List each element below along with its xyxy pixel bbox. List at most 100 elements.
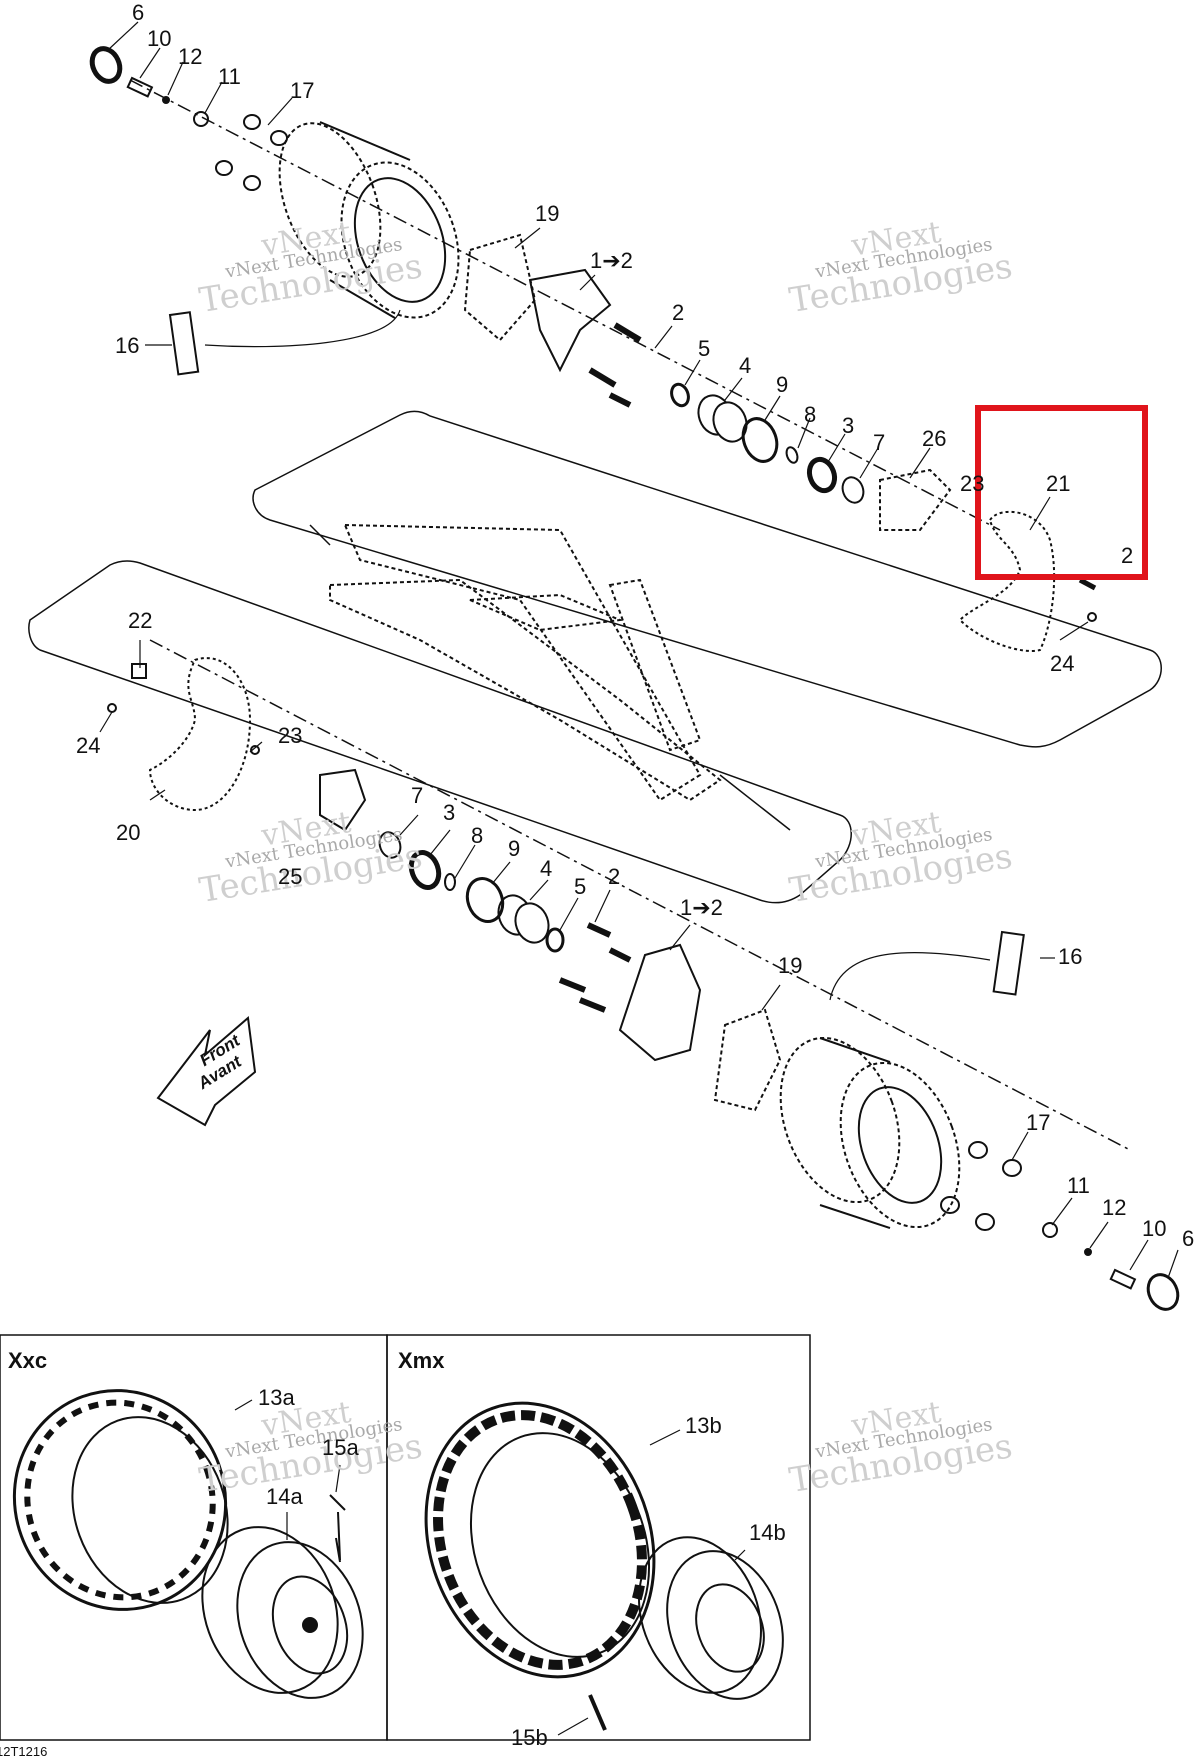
- callout-7-top: 7: [873, 430, 886, 455]
- variant-title-xxc: Xxc: [8, 1348, 48, 1373]
- callout-1to2-bot: 1➔2: [680, 895, 723, 920]
- callout-12-bot: 12: [1102, 1195, 1127, 1220]
- arms-arrow-1: [309, 524, 331, 546]
- callout-11-bot: 11: [1067, 1173, 1090, 1198]
- bottom-axis-line: [149, 639, 1131, 1151]
- variant-box-xxc: [0, 1334, 388, 1741]
- bot-nut-11: [1042, 1222, 1058, 1238]
- callout-22: 22: [128, 608, 153, 633]
- callout-17-bot: 17: [1026, 1110, 1051, 1135]
- callout-11-top: 11: [218, 64, 241, 89]
- suspension-a-arms: [329, 523, 722, 802]
- left-bracket-22: [131, 663, 147, 679]
- arms-callout-box: [252, 410, 1162, 748]
- callout-24-top: 24: [1050, 651, 1075, 676]
- drawing-code: 12T1216: [0, 1744, 48, 1759]
- bot-weight-leader: [829, 951, 991, 1001]
- xmx-tire-13b: [424, 1401, 656, 1679]
- top-bolt-10: [126, 76, 154, 98]
- callout-6-top: 6: [132, 0, 145, 25]
- leader-15b: [557, 1717, 589, 1736]
- callout-8-bot: 8: [471, 823, 484, 848]
- callout-5-bot: 5: [574, 874, 587, 899]
- top-caliper-26: [879, 468, 952, 531]
- callout-4-bot: 4: [540, 856, 553, 881]
- variant-box-xmx: [386, 1334, 811, 1741]
- bot-bolt-10: [1109, 1268, 1137, 1290]
- callout-12-top: 12: [178, 44, 203, 69]
- bot-gasket-19: [713, 1008, 782, 1112]
- callout-5-top: 5: [698, 336, 711, 361]
- callout-14a: 14a: [266, 1484, 303, 1509]
- callout-3-top: 3: [842, 413, 855, 438]
- callout-13a: 13a: [258, 1385, 295, 1410]
- variant-title-xmx: Xmx: [398, 1348, 445, 1373]
- bot-seal-6: [1146, 1273, 1180, 1311]
- leader-13a: [234, 1399, 253, 1411]
- arms-arrow-2: [719, 774, 791, 831]
- callout-15b: 15b: [511, 1725, 548, 1750]
- callout-9-bot: 9: [508, 836, 521, 861]
- top-lug-nuts-17: [215, 114, 288, 191]
- bot-bolts-2: [558, 922, 632, 1013]
- callout-23-left: 23: [278, 723, 303, 748]
- top-bearing-4: [697, 394, 748, 443]
- top-nut-11: [193, 111, 209, 127]
- left-screw-24: [107, 703, 117, 713]
- top-washer-12: [162, 96, 170, 104]
- callout-1to2-top: 1➔2: [590, 248, 633, 273]
- callout-2-top: 2: [672, 300, 685, 325]
- callout-16-bot: 16: [1058, 944, 1083, 969]
- bot-balance-weight-16: [992, 930, 1025, 996]
- top-brake-disc-21: [958, 510, 1056, 652]
- bot-washer-12: [1084, 1248, 1092, 1256]
- left-brake-disc-20: [148, 657, 252, 812]
- top-knuckle-1: [528, 268, 612, 373]
- xxc-valve-arrow: [335, 1537, 341, 1563]
- top-wheel-rim: [278, 121, 460, 319]
- callout-21: 21: [1046, 471, 1071, 496]
- callout-17-top: 17: [290, 78, 315, 103]
- top-balance-weight-16: [168, 311, 200, 376]
- callout-3-bot: 3: [443, 800, 456, 825]
- front-arrow-icon: [156, 1016, 257, 1127]
- callout-24-left: 24: [76, 733, 101, 758]
- bot-knuckle-1: [618, 943, 702, 1062]
- top-bolt-2b: [1078, 577, 1097, 591]
- callout-2-disc: 2: [1121, 543, 1134, 568]
- xxc-tire-13a: [12, 1389, 229, 1611]
- callout-19-top: 19: [535, 201, 560, 226]
- top-screw-24: [1087, 612, 1097, 622]
- xmx-rim-14b: [638, 1536, 784, 1700]
- callout-4-top: 4: [739, 353, 752, 378]
- callout-14b: 14b: [749, 1520, 786, 1545]
- bot-wheel-rim: [779, 1036, 961, 1229]
- callout-10-bot: 10: [1142, 1216, 1167, 1241]
- leader-14b: [734, 1549, 746, 1561]
- callout-25: 25: [278, 864, 303, 889]
- callout-6-bot: 6: [1182, 1226, 1195, 1251]
- top-spacer-5: [670, 382, 690, 408]
- top-leader-lines: [107, 21, 1089, 641]
- bot-ring-8: [444, 873, 456, 891]
- callout-10-top: 10: [147, 26, 172, 51]
- bot-ring-7: [378, 831, 402, 859]
- callout-7-bot: 7: [411, 783, 424, 808]
- bot-bearing-4: [497, 894, 550, 944]
- xxc-rim-14a: [201, 1526, 364, 1699]
- bot-lug-nuts-17: [940, 1141, 1022, 1231]
- callout-2-bot: 2: [608, 864, 621, 889]
- callout-19-bot: 19: [778, 953, 803, 978]
- xmx-valve-15b: [588, 1694, 607, 1731]
- top-axis-line: [129, 79, 1001, 531]
- top-ring-8: [785, 446, 799, 464]
- left-knuckle-25: [319, 768, 367, 832]
- callout-20: 20: [116, 820, 141, 845]
- callout-16-top: 16: [115, 333, 140, 358]
- leader-13b: [649, 1429, 681, 1446]
- bot-seal-3: [408, 850, 442, 890]
- top-ring-7: [841, 476, 865, 504]
- top-gasket-19: [463, 233, 537, 342]
- left-screw-23: [250, 745, 260, 755]
- top-bolts-2: [588, 322, 642, 408]
